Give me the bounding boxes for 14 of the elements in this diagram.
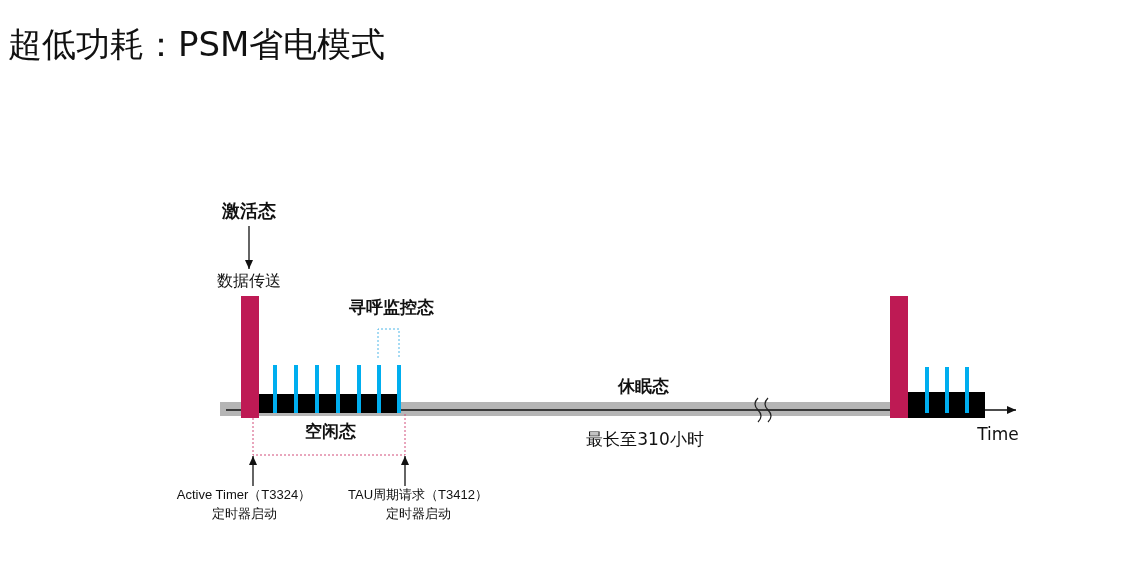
page-title: 超低功耗：PSM省电模式 [8,23,386,66]
timer-label: Active Timer（T3324）定时器启动 [158,486,330,524]
state-label: 寻呼监控态 [348,296,434,319]
timer-window-bracket [252,411,406,456]
arrow [245,225,253,270]
state-label: 空闲态 [304,420,356,443]
timer-label: TAU周期请求（T3412）定时器启动 [332,486,504,524]
state-label: 休眠态 [617,375,669,398]
duration-label: 最长至310小时 [586,428,704,451]
arrow [249,455,257,487]
arrow [401,455,409,487]
event-label: 数据传送 [217,269,281,293]
state-label: 激活态 [222,198,276,225]
axis-label: Time [977,424,1019,444]
